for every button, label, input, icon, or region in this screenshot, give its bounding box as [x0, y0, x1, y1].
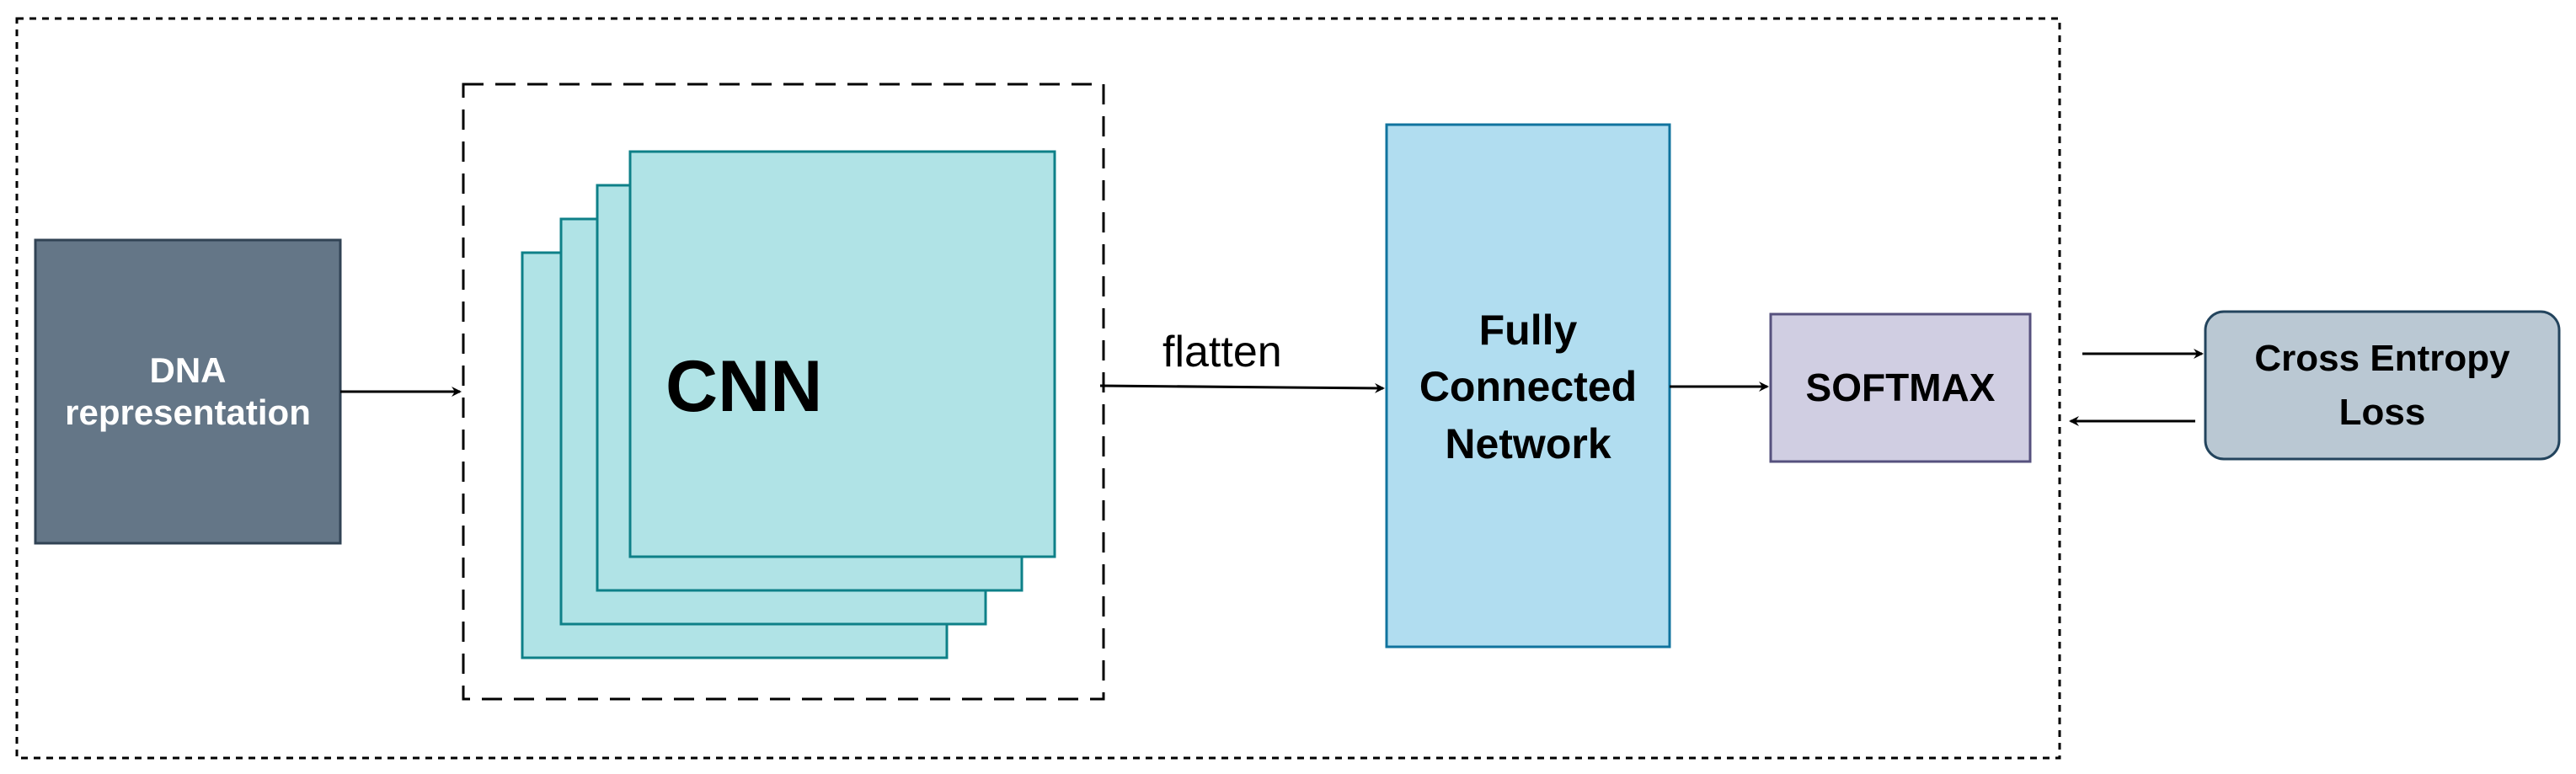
fully-connected-network-label: Fully Connected Network: [1419, 306, 1638, 467]
cnn-group-frame: [462, 83, 1105, 701]
flatten-edge-label: flatten: [1162, 328, 1282, 376]
softmax-box: [1769, 312, 2032, 463]
softmax-label: SOFTMAX: [1805, 365, 1996, 409]
arrow-flatten-cnn-to-fc: [1099, 382, 1385, 393]
cnn-label: CNN: [665, 346, 823, 428]
cross-entropy-loss-box: [2204, 310, 2561, 461]
outer-frame: [15, 17, 2061, 760]
cross-entropy-loss-label: Cross Entropy Loss: [2254, 337, 2510, 433]
cnn-layer-1: [628, 150, 1056, 558]
dna-representation-label: DNA representation: [65, 350, 311, 432]
fully-connected-network-box: [1385, 123, 1671, 649]
